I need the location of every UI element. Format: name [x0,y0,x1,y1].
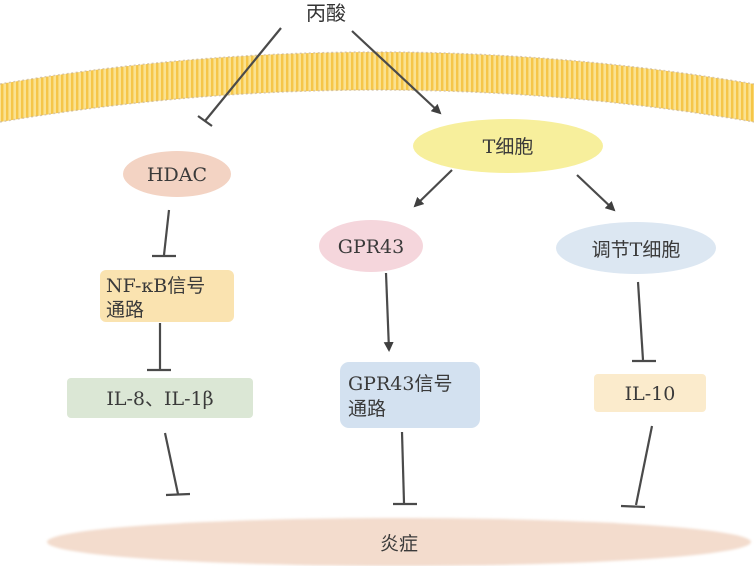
nfkb-node-bg [100,270,234,322]
edge-tcell-gpr43 [413,169,453,208]
t-cell-label: T细胞 [483,136,534,158]
inflammation-node-bg [47,518,751,566]
membrane-outer-edge [0,51,754,85]
edge-hdac-nfkb [162,209,171,256]
gpr43-path-label-line1: GPR43信号 [348,373,452,395]
cell-membrane [0,51,754,123]
edge-il10-inflammation [634,425,654,506]
il10-label: IL-10 [625,383,676,405]
treg-label: 调节T细胞 [592,239,681,261]
il8-label: IL-8、IL-1β [106,388,213,410]
nfkb-label-line1: NF-κB信号 [106,275,205,297]
gpr43-label: GPR43 [338,236,404,258]
inflammation-label: 炎症 [380,533,418,555]
gpr43-path-label-line2: 通路 [348,398,386,420]
edge-propionate-hdac-bar [197,115,213,127]
hdac-label: HDAC [147,164,207,186]
membrane-band [0,52,754,122]
edge-treg-il10 [636,281,645,361]
edge-gpr43path-inflammation [400,431,406,504]
edge-propionate-hdac [204,27,282,122]
il8-node-bg [67,378,253,418]
t-cell-node-bg [413,119,603,173]
edges [147,27,656,509]
gpr43-path-node-bg [340,362,480,428]
treg-node-bg [556,222,716,274]
propionate-label: 丙酸 [306,1,346,25]
membrane-inner-edge [0,89,754,123]
edge-il10-inflammation-bar [620,504,646,509]
edge-il8-inflammation-bar [165,492,191,497]
edge-gpr43-gpr43path [383,272,394,352]
nfkb-label-line2: 通路 [106,299,144,321]
hdac-node-bg [123,151,231,197]
gpr43-node-bg [319,220,423,272]
edge-tcell-treg [576,174,616,212]
il10-node-bg [594,374,706,412]
edge-il8-inflammation [163,432,180,495]
edge-propionate-tcell [351,30,442,115]
